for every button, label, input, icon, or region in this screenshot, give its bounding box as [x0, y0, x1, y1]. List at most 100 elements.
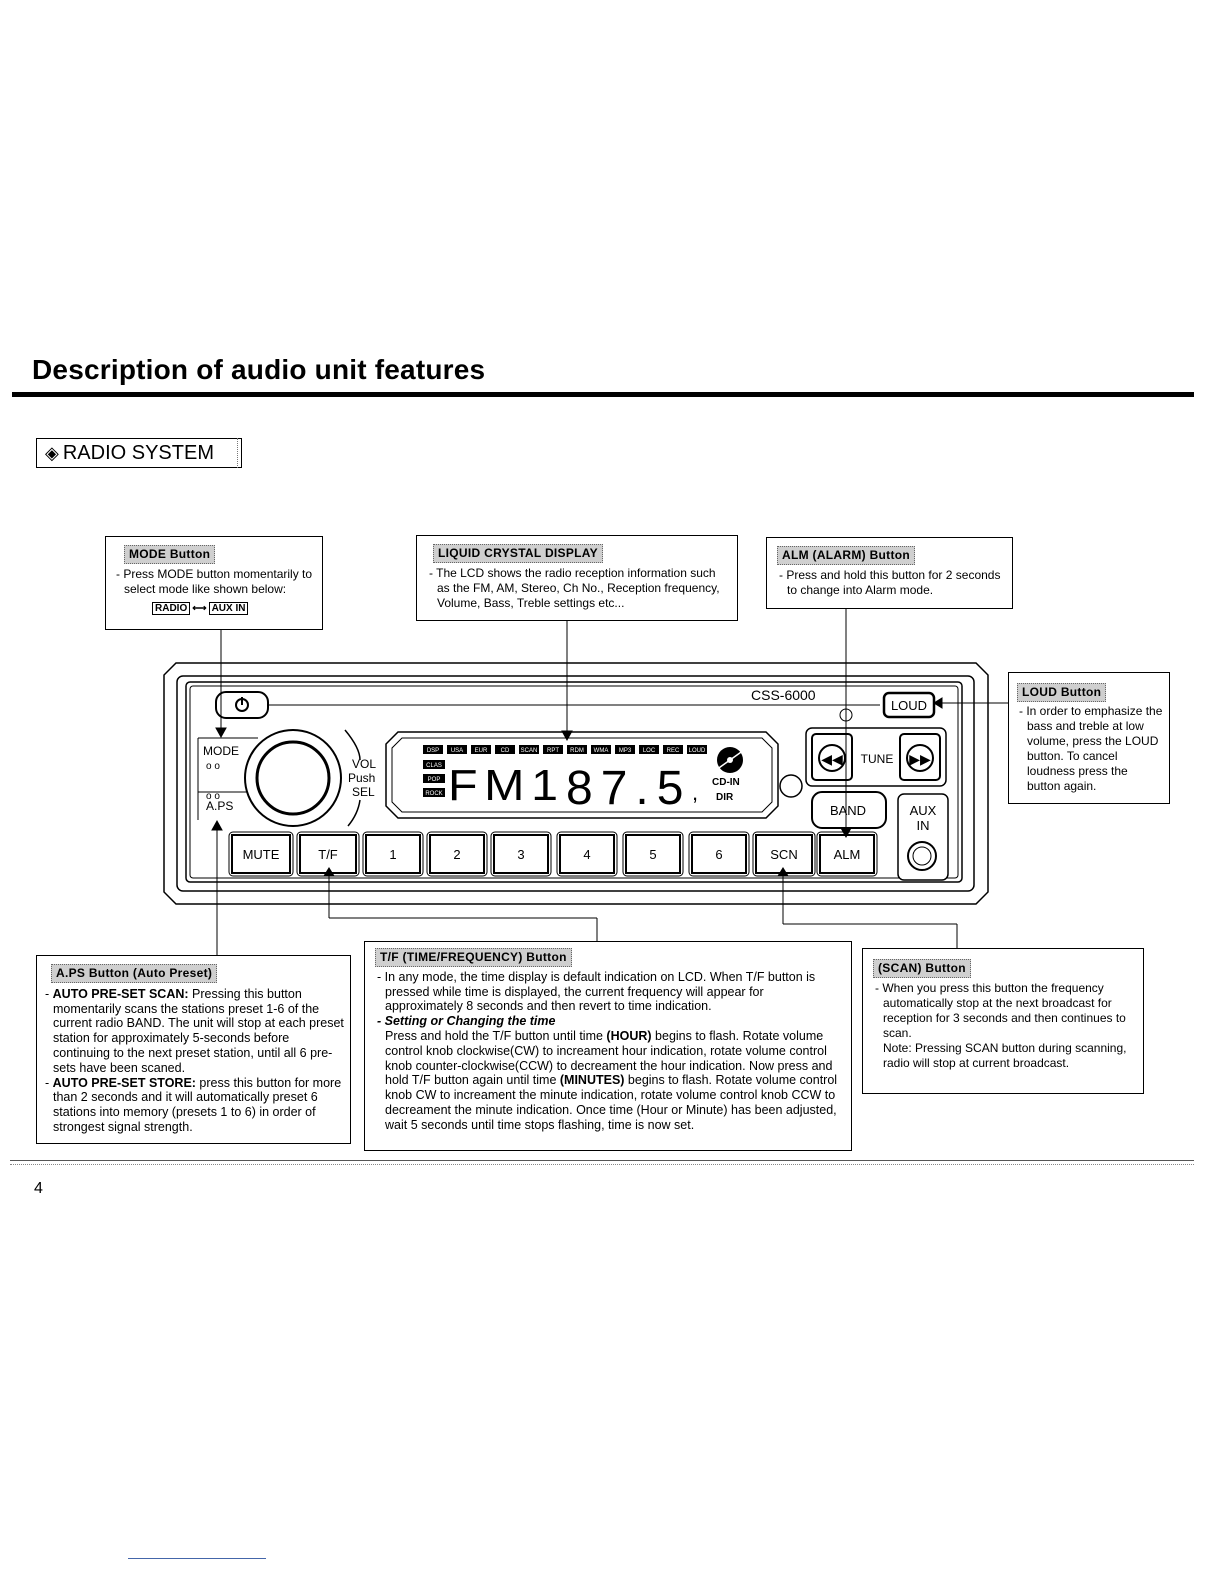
tf-step-e: begins to flash. Rotate volume control k… — [385, 1073, 838, 1132]
lcd-separator: , — [692, 780, 698, 805]
lcd-indicator-label: WMA — [594, 748, 609, 754]
volume-knob[interactable] — [244, 729, 342, 827]
loud-callout-title: LOUD Button — [1017, 683, 1107, 702]
lcd-indicator: USA — [447, 745, 467, 754]
radio-button-2[interactable]: 2 — [426, 831, 488, 877]
seek-back-button[interactable]: ◀◀ — [811, 733, 853, 781]
lcd-indicator-label: MP3 — [619, 748, 632, 754]
leader-lines — [211, 609, 1008, 955]
aps-callout: A.PS Button (Auto Preset) - AUTO PRE-SET… — [36, 955, 351, 1144]
tf-step-c: begins to flash. Rotate volume control k… — [385, 1028, 833, 1088]
radio-button-label: 5 — [649, 847, 656, 862]
radio-button-label: 6 — [715, 847, 722, 862]
tf-step-hour: (HOUR) — [606, 1028, 652, 1043]
lcd-band-text: FM1 — [448, 760, 565, 809]
lcd-cd-in: CD-IN — [712, 777, 740, 788]
loud-label: LOUD — [891, 698, 927, 713]
aps-store-label: AUTO PRE-SET STORE: — [52, 1075, 196, 1090]
radio-button-mute[interactable]: MUTE — [228, 831, 294, 877]
tf-callout-steps: Press and hold the T/F button until time… — [375, 1029, 841, 1133]
radio-button-label: 4 — [583, 847, 590, 862]
tf-callout-subtitle: - Setting or Changing the time — [377, 1014, 556, 1029]
lcd-indicator: RPT — [543, 745, 563, 754]
scan-callout-title: (SCAN) Button — [873, 959, 971, 978]
radio-button-label: T/F — [318, 847, 338, 862]
band-label: BAND — [830, 803, 866, 818]
lcd-dir: DIR — [716, 792, 734, 803]
scan-callout-note: Note: Pressing SCAN button during scanni… — [883, 1041, 1127, 1070]
model-label: CSS-6000 — [751, 687, 816, 703]
lcd-indicator: REC — [663, 745, 683, 754]
bottom-buttons: MUTE T/F 1 2 3 4 5 6 SCN ALM — [228, 831, 878, 877]
radio-button-6[interactable]: 6 — [688, 831, 750, 877]
mode-flow: RADIO ⟷ AUX IN — [152, 601, 314, 616]
tf-step-minutes: (MINUTES) — [559, 1073, 625, 1088]
ir-sensor — [779, 774, 803, 798]
lcd-eq-tag: POP — [423, 774, 445, 783]
lcd-indicator-label: EUR — [475, 748, 488, 754]
aux-label-1: AUX — [910, 803, 937, 818]
mode-callout: MODE Button - Press MODE button momentar… — [105, 536, 323, 630]
lcd-indicator: RDM — [567, 745, 587, 754]
lcd-indicator-label: USA — [451, 748, 463, 754]
fast-forward-icon: ▶▶ — [909, 751, 931, 767]
mode-leds: o o — [206, 761, 220, 772]
mode-flow-radio: RADIO — [152, 602, 191, 615]
rewind-icon: ◀◀ — [821, 751, 843, 767]
radio-button-4[interactable]: 4 — [556, 831, 618, 877]
mode-label: MODE — [203, 744, 239, 758]
aps-store-text: press this button for more than 2 second… — [53, 1075, 342, 1134]
lcd-indicator-label: CD — [501, 748, 510, 754]
radio-button-1[interactable]: 1 — [362, 831, 424, 877]
radio-button-alm[interactable]: ALM — [816, 831, 878, 877]
page-title: Description of audio unit features — [32, 354, 486, 385]
radio-button-scn[interactable]: SCN — [752, 831, 816, 877]
tf-step-a: Press and hold the T/F button until time — [385, 1028, 607, 1043]
lcd-indicator-label: LOUD — [689, 748, 706, 754]
disc-icon — [715, 747, 745, 773]
lcd-indicator: EUR — [471, 745, 491, 754]
radio-button-label: 2 — [453, 847, 460, 862]
lcd-eq-label: ROCK — [425, 791, 442, 797]
aps-scan-label: AUTO PRE-SET SCAN: — [52, 986, 189, 1001]
aux-in-jack[interactable]: AUX IN — [897, 793, 949, 881]
lcd-indicator: LOC — [639, 745, 659, 754]
alm-callout: ALM (ALARM) Button - Press and hold this… — [766, 537, 1013, 609]
aps-scan-text: Pressing this button momentarily scans t… — [53, 986, 344, 1075]
lcd-eq-tag: CLAS — [423, 760, 445, 769]
lcd-eq-label: POP — [428, 777, 441, 783]
push-label: Push — [348, 771, 375, 785]
radio-button-5[interactable]: 5 — [622, 831, 684, 877]
lcd-callout: LIQUID CRYSTAL DISPLAY - The LCD shows t… — [416, 535, 738, 621]
loud-button[interactable]: LOUD — [882, 691, 936, 719]
diamond-icon: ◈ — [45, 443, 59, 463]
lcd-indicator-label: LOC — [643, 748, 656, 754]
page-number: 4 — [34, 1180, 43, 1197]
section-label-text: RADIO SYSTEM — [62, 442, 214, 464]
seek-forward-button[interactable]: ▶▶ — [899, 733, 941, 781]
radio-button-label: 1 — [389, 847, 396, 862]
faceplate — [163, 662, 989, 905]
mode-callout-text: - Press MODE button momentarily to selec… — [116, 567, 313, 596]
section-label-shadow — [234, 438, 238, 468]
radio-button-label: SCN — [770, 847, 797, 862]
loud-callout-text: - In order to emphasize the bass and tre… — [1019, 704, 1163, 793]
radio-button-tf[interactable]: T/F — [296, 831, 360, 877]
section-label: ◈RADIO SYSTEM — [36, 438, 242, 468]
lcd-eq-tag: ROCK — [423, 788, 445, 797]
alm-callout-text: - Press and hold this button for 2 secon… — [779, 568, 1001, 597]
radio-button-label: ALM — [834, 847, 861, 862]
band-button[interactable]: BAND — [811, 791, 887, 829]
lcd-indicator-label: RPT — [547, 748, 559, 754]
radio-button-3[interactable]: 3 — [490, 831, 552, 877]
lcd-eq-label: CLAS — [426, 763, 442, 769]
tune-area: ◀◀ TUNE ▶▶ — [805, 727, 947, 787]
footer-line — [128, 1558, 266, 1559]
scan-callout-text: - When you press this button the frequen… — [875, 981, 1126, 1040]
radio-button-label: 3 — [517, 847, 524, 862]
aps-item-scan: - AUTO PRE-SET SCAN: Pressing this butto… — [45, 986, 344, 1075]
lcd-indicator-label: SCAN — [521, 748, 538, 754]
power-button[interactable] — [215, 691, 269, 719]
